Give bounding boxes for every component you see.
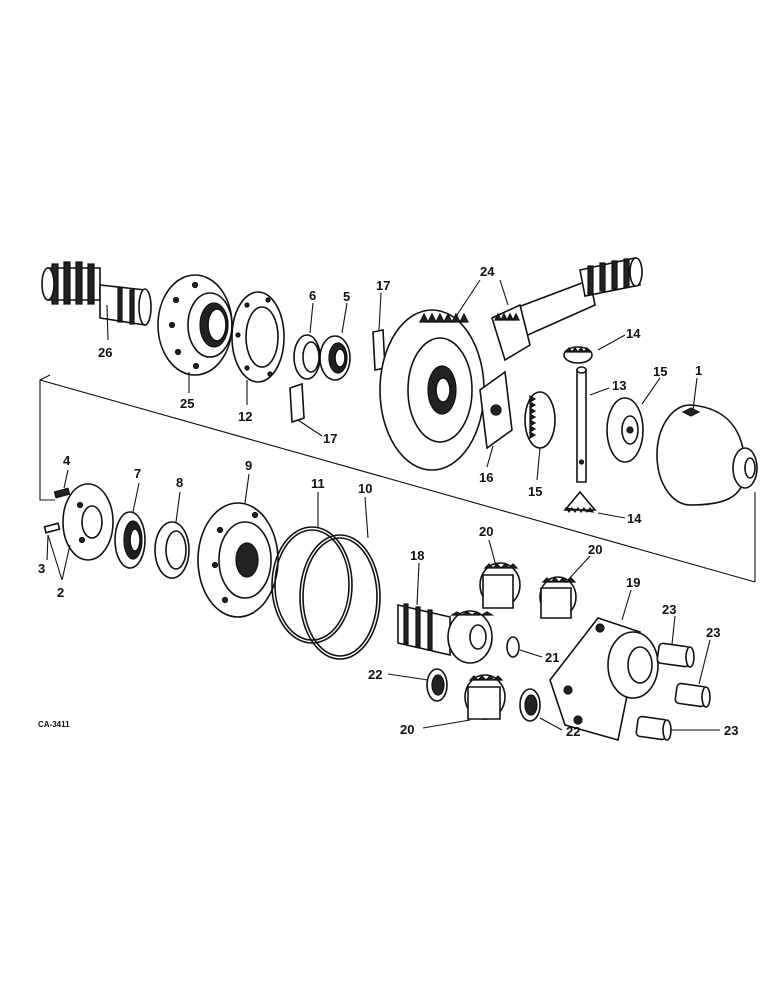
callout-23-top: 23 <box>662 602 676 617</box>
callout-20-lower: 20 <box>400 722 414 737</box>
part-23-pin-top <box>657 643 694 667</box>
part-9-bearing-carrier <box>198 503 278 617</box>
callout-labels: 26 25 12 6 5 17 17 24 14 13 15 1 16 15 1… <box>38 264 738 739</box>
callout-14-upper: 14 <box>626 326 641 341</box>
part-23-pin-middle <box>675 683 710 707</box>
part-3-pin <box>44 523 59 532</box>
part-15-pinion-gear-right <box>607 398 643 462</box>
callout-22-right: 22 <box>566 724 580 739</box>
part-20-gear-upper-right <box>540 577 576 618</box>
part-4-dowel-pin <box>54 488 69 497</box>
callout-22-left: 22 <box>368 667 382 682</box>
part-1-differential-case <box>657 405 757 505</box>
callout-13: 13 <box>612 378 626 393</box>
callout-17-lower: 17 <box>323 431 337 446</box>
part-19-planet-carrier <box>550 618 658 740</box>
callout-21: 21 <box>545 650 559 665</box>
callout-15-left: 15 <box>528 484 542 499</box>
part-21-snap-ring <box>507 637 519 657</box>
part-14-side-gear-lower <box>565 492 595 512</box>
part-26-splined-shaft <box>42 262 151 325</box>
callout-11: 11 <box>311 476 325 491</box>
part-7-bearing-cone <box>115 512 145 568</box>
callout-5: 5 <box>343 289 350 304</box>
callout-25: 25 <box>180 396 194 411</box>
callout-19: 19 <box>626 575 640 590</box>
callout-23-bottom: 23 <box>724 723 738 738</box>
part-6-bearing-cup <box>294 335 320 379</box>
callout-26: 26 <box>98 345 112 360</box>
callout-2: 2 <box>57 585 64 600</box>
part-13-cross-shaft <box>577 367 586 482</box>
figure-code: CA-3411 <box>38 720 70 729</box>
part-23-pin-bottom <box>636 716 671 740</box>
callout-24: 24 <box>480 264 495 279</box>
part-22-bearing-left <box>427 669 447 701</box>
part-12-gasket <box>232 292 284 382</box>
part-8-bearing-cup <box>155 522 189 578</box>
callout-14-lower: 14 <box>627 511 642 526</box>
callout-1: 1 <box>695 363 702 378</box>
leader-lines <box>46 279 720 731</box>
callout-23-middle: 23 <box>706 625 720 640</box>
part-5-bearing-cone <box>320 336 350 380</box>
part-14-side-gear-upper <box>564 347 592 363</box>
part-17-lock-lower <box>290 384 304 422</box>
callout-17-upper: 17 <box>376 278 390 293</box>
part-20-gear-lower <box>465 675 505 719</box>
callout-7: 7 <box>134 466 141 481</box>
part-25-bearing-housing <box>158 275 232 375</box>
part-18-gear-shaft <box>398 604 492 663</box>
part-20-gear-upper-left <box>480 563 520 608</box>
part-22-bearing-right <box>520 689 540 721</box>
callout-4: 4 <box>63 453 71 468</box>
part-16-thrust-plate <box>480 372 512 448</box>
part-24-ring-gear <box>380 310 484 470</box>
callout-9: 9 <box>245 458 252 473</box>
part-10-o-ring <box>300 535 380 659</box>
assembly-bracket-line <box>39 374 756 583</box>
callout-20-upper-right: 20 <box>588 542 602 557</box>
part-2-thrust-washer <box>63 484 113 560</box>
callout-18: 18 <box>410 548 424 563</box>
callout-15-right: 15 <box>653 364 667 379</box>
callout-6: 6 <box>309 288 316 303</box>
callout-12: 12 <box>238 409 252 424</box>
part-11-o-ring <box>272 527 352 643</box>
callout-8: 8 <box>176 475 183 490</box>
part-15-pinion-gear-left <box>525 392 555 448</box>
callout-10: 10 <box>358 481 372 496</box>
part-24-pinion-shaft <box>492 258 642 360</box>
callout-20-upper-left: 20 <box>479 524 493 539</box>
callout-16: 16 <box>479 470 493 485</box>
callout-3: 3 <box>38 561 45 576</box>
